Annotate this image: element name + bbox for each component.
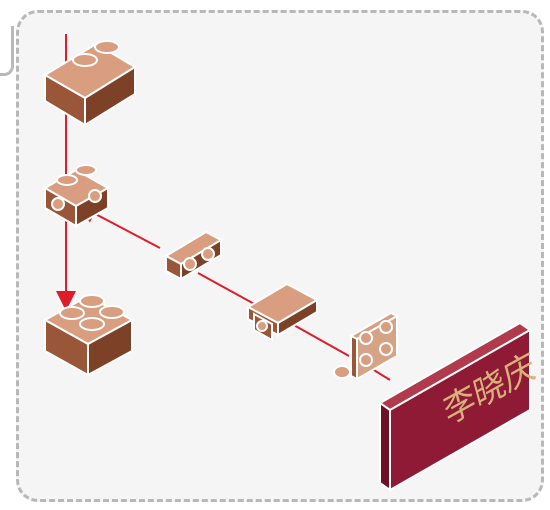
plaque-face	[389, 328, 531, 492]
name-plaque: 李晓庆	[378, 321, 546, 492]
brick-2x1-top	[43, 40, 137, 127]
bracket-plate	[245, 282, 320, 342]
brick-2x2-bottom	[42, 294, 135, 377]
plate-1x2-side	[163, 230, 224, 281]
plate-2x2-round	[333, 311, 400, 381]
brick-2x2-side-studs	[43, 164, 111, 228]
diagonal-flow-line-2	[291, 323, 350, 357]
diagonal-flow-line-1	[197, 272, 259, 307]
left-bracket-decoration	[0, 26, 14, 76]
